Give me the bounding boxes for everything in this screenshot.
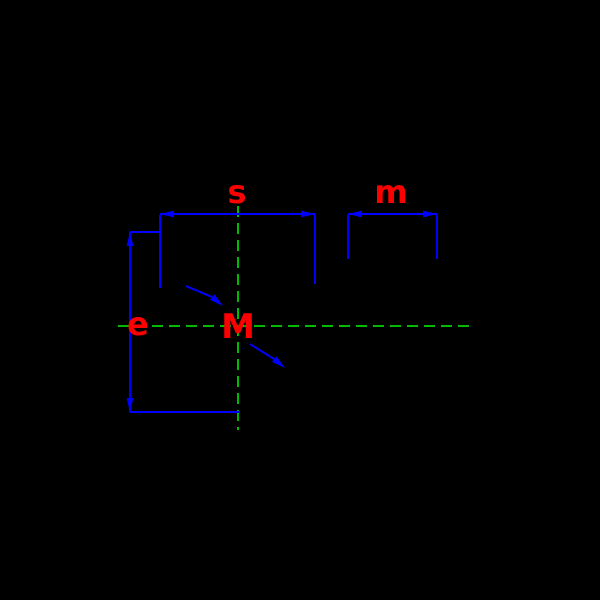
thread-arrowhead-upper — [210, 294, 223, 306]
thread-leader-group — [185, 285, 285, 368]
m-dimension-group — [347, 210, 438, 259]
m-arrowhead-right — [423, 210, 437, 218]
s-arrowhead-left — [160, 210, 174, 218]
thread-arrowhead-lower — [272, 356, 285, 368]
label-width-across-corners: e — [127, 305, 149, 343]
s-arrowhead-right — [301, 210, 315, 218]
thread-leader-line-lower — [249, 343, 275, 360]
e-dimension-group — [126, 231, 240, 413]
thread-leader-line-upper — [185, 285, 213, 299]
e-arrowhead-bottom — [126, 398, 134, 412]
label-width-across-flats: s — [227, 173, 246, 211]
e-arrowhead-top — [126, 232, 134, 246]
s-dimension-group — [159, 210, 316, 288]
label-nut-height: m — [374, 173, 407, 211]
label-thread-size: M — [221, 307, 255, 347]
m-arrowhead-left — [348, 210, 362, 218]
